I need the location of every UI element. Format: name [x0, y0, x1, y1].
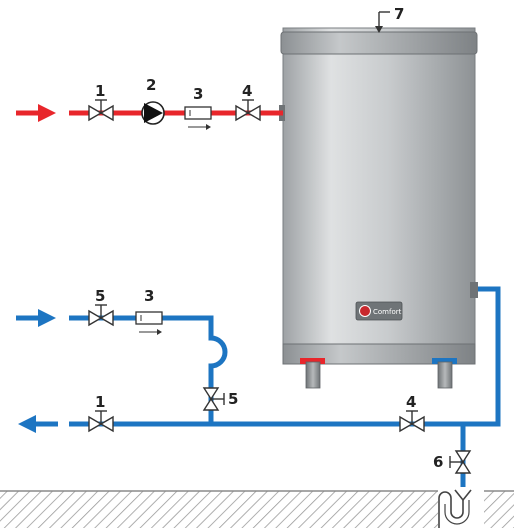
valve-4-hot [235, 99, 261, 122]
storage-tank: Comfort [279, 27, 478, 389]
label-valve-tank-outlet: 4 [406, 393, 416, 411]
return-pipe [69, 286, 501, 427]
tank-cold-connector [432, 358, 457, 364]
label-drain-valve: 6 [433, 453, 443, 471]
cold-supply-pipe [69, 315, 228, 424]
label-valve-bypass: 5 [228, 390, 238, 408]
tank-badge: Comfort [355, 301, 403, 321]
return-outlet-arrow [18, 415, 58, 433]
badge-text: Comfort [373, 308, 402, 316]
check-valve-cold [135, 311, 163, 335]
label-valve-return: 1 [95, 393, 105, 411]
valve-5-cold [88, 304, 114, 327]
label-valve-hot-out: 4 [242, 82, 252, 100]
label-check-valve-hot: 3 [193, 85, 203, 103]
tank-leg-right [437, 361, 453, 389]
valve-4-return [399, 410, 425, 433]
valve-1-hot [88, 99, 114, 122]
check-valve-hot [184, 106, 212, 130]
drain-trap-icon [438, 489, 472, 528]
hot-inlet-arrow [16, 104, 56, 122]
label-tank-top: 7 [394, 5, 404, 23]
cold-inlet-arrow [16, 309, 56, 327]
valve-1-return [88, 410, 114, 433]
tank-side-port [470, 282, 478, 298]
tank-top-leader [375, 11, 390, 33]
valve-6-drain [449, 450, 472, 474]
tank-leg-left [305, 361, 321, 389]
label-valve-cold-in: 5 [95, 287, 105, 305]
tank-bottom-ring [282, 343, 476, 365]
label-valve-hot-in: 1 [95, 82, 105, 100]
floor [0, 489, 514, 528]
brand-logo-icon [359, 305, 371, 317]
label-pump: 2 [146, 76, 156, 94]
valve-5-bypass [202, 387, 225, 411]
tank-hot-connector [300, 358, 325, 364]
label-check-valve-cold: 3 [144, 287, 154, 305]
tank-top-cap [280, 31, 478, 55]
pump-icon [141, 101, 165, 125]
